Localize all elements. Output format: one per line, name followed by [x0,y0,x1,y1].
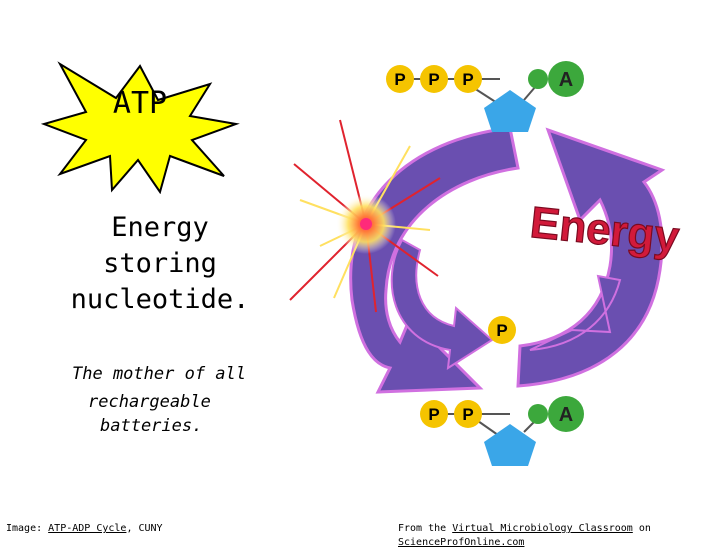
phosphate-icon [454,400,482,428]
phosphate-label: P [428,70,439,89]
adenine-label: A [559,69,573,91]
atp-starburst [40,61,240,194]
phosphate-icon [488,316,516,344]
cycle-arrow-right [516,127,666,388]
phosphate-icon [420,65,448,93]
energy-burst [289,119,441,313]
phosphate-label: P [462,70,473,89]
description-text: Energy storing nucleotide. [40,210,280,318]
description-line-2: storing [103,248,217,279]
phosphate-icon [454,65,482,93]
tagline-line-1: The mother of all [72,364,246,384]
footer-right-mid: on [632,523,651,534]
atp-adp-cycle-diagram: Energy P P P A P P P A [289,61,683,466]
phosphate-label: P [496,321,507,340]
phosphate-label: P [462,405,473,424]
scienceprofonline-link[interactable]: ScienceProfOnline.com [398,537,525,548]
ribose-sugar-icon [484,424,536,466]
cycle-arrow-left-inner [390,238,494,370]
virtual-microbiology-link[interactable]: Virtual Microbiology Classroom [452,523,633,534]
free-phosphate: P [488,316,516,344]
adenine-base-icon [528,404,548,424]
phosphate-label: P [428,405,439,424]
atp-adp-cycle-link[interactable]: ATP-ADP Cycle [48,523,127,534]
phosphate-icon [386,65,414,93]
energy-label-group: Energy [527,197,682,263]
adp-molecule: P P A [420,396,584,466]
footer-left-suffix: , CUNY [126,523,163,534]
adenine-base-icon [528,69,548,89]
adenine-base-icon [548,396,584,432]
phosphate-label: P [394,70,405,89]
description-line-1: Energy [111,212,209,243]
cycle-arrow-right-inner [529,274,622,351]
starburst-shape [40,61,240,194]
footer-left-prefix: Image: [6,523,49,534]
footer-right-prefix: From the [398,523,453,534]
phosphate-icon [420,400,448,428]
energy-word: Energy [528,198,682,262]
adenine-base-icon [548,61,584,97]
ribose-sugar-icon [484,90,536,132]
footer-credit-left: Image: ATP-ADP Cycle, CUNY [6,522,163,536]
cycle-arrow-left [349,126,520,394]
description-line-3: nucleotide. [70,284,250,315]
atp-title: ATP [112,86,168,121]
tagline-line-2: rechargeable [88,392,211,412]
tagline-line-3: batteries. [100,416,203,436]
footer-credit-right: From the Virtual Microbiology Classroom … [398,522,720,550]
atp-molecule: P P P A [386,61,584,132]
adenine-label: A [559,404,573,426]
